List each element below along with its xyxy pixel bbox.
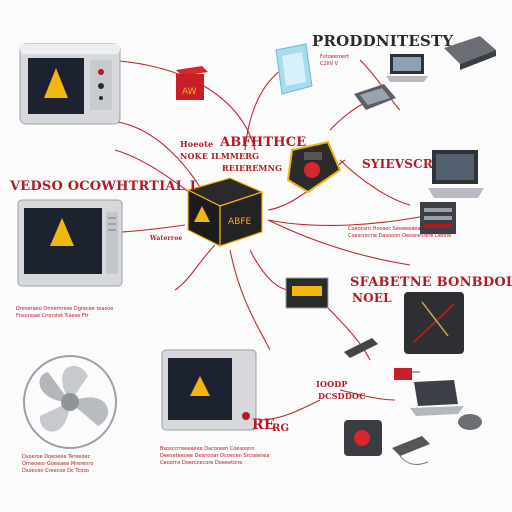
- right-block-title-1: SFABETNE BONBDOL: [350, 275, 512, 290]
- red-box-icon: AW: [176, 66, 208, 100]
- monitor-icon-left-mid: [17, 199, 123, 287]
- router-icon: [444, 36, 496, 70]
- bottom-mid-label-1: IOODP: [316, 379, 348, 389]
- cable-icon: [392, 436, 430, 465]
- center-sub-1: Hoeote: [180, 139, 214, 149]
- center-top-title: ABFHTHCE: [220, 135, 307, 150]
- monitor-icon: [19, 43, 121, 125]
- right-block-title-2: NOEL: [352, 291, 392, 305]
- card-glyph-1: RE: [252, 417, 275, 433]
- top-right-title: PRODDNITESTY: [312, 32, 454, 50]
- connector-down: [229, 249, 271, 351]
- plug-icon: [394, 368, 420, 380]
- connector-right-4: [339, 159, 411, 206]
- tablet-icon: [354, 84, 396, 110]
- top-right-caption: Fotoeeroert C2IIV V: [320, 54, 350, 67]
- connector-bottom-mid: [259, 399, 321, 421]
- card-reader-icon: [285, 277, 329, 309]
- bottom-mid-caption: Bsosccrreeeeeee Dacoreen Coesoonn Deeset…: [160, 446, 270, 466]
- laptop-icon-bottom-right: [410, 380, 464, 416]
- bottom-left-caption: Dsoeroe Doeoeee Tereeoec Orneoeor Goeeae…: [22, 454, 94, 474]
- left-title: VEDSO OCOWHTRTIAL L: [10, 179, 200, 194]
- left-mid-caption: Dreseraeo Onnemrese Dgrecee teasoe Fnson…: [16, 306, 114, 319]
- backup-drive-icon: [344, 420, 382, 456]
- center-right-label: SYIEVSCR: [362, 157, 434, 171]
- mouse-icon: [458, 414, 482, 430]
- center-sub-2: NOKE ILMMERG: [180, 151, 260, 161]
- connector-bottom-right: [339, 389, 396, 401]
- stylus-icon: [344, 338, 378, 358]
- tablet-icon-large: [404, 292, 464, 354]
- left-center-caption: Waterroe: [150, 235, 183, 242]
- glass-panel-icon: [275, 43, 313, 95]
- red-box-glyph: AW: [182, 87, 197, 97]
- right-mid-caption: Coeocsrn Hoosec Seoeeeaea Coescrecne Das…: [348, 226, 452, 239]
- fan-icon: [23, 355, 117, 449]
- connector-down-left: [174, 244, 216, 291]
- server-rack-icon: [420, 202, 456, 234]
- bottom-mid-label-2: DCSDDOC: [318, 391, 366, 401]
- connector-right-2: [267, 214, 431, 227]
- center-sub-3: REIEREMNG: [222, 163, 283, 173]
- box-glyph: ABFE: [228, 217, 252, 227]
- monitor-icon-bottom: [161, 349, 257, 431]
- scanner-device-icon: [286, 140, 342, 194]
- hazard-box-icon: ABFE: [186, 177, 264, 247]
- card-glyph-2: RG: [272, 423, 290, 434]
- connector-left: [119, 224, 186, 233]
- laptop-icon-right: [428, 150, 484, 198]
- laptop-icon: [386, 54, 428, 82]
- connector-right-3: [267, 219, 411, 266]
